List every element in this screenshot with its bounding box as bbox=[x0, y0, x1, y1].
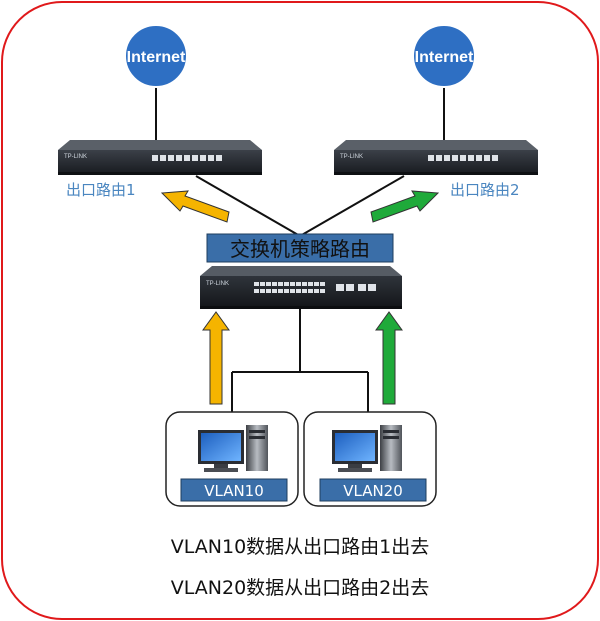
internet-node-left: Internet bbox=[124, 24, 188, 88]
arrow-green-diagonal bbox=[370, 190, 440, 223]
internet-node-right: Internet bbox=[412, 24, 476, 88]
internet-label-left: Internet bbox=[127, 49, 186, 66]
pc-right: VLAN20 bbox=[303, 411, 437, 507]
caption-line-1: VLAN10数据从出口路由1出去 bbox=[171, 536, 430, 558]
arrow-green-vertical bbox=[375, 311, 403, 405]
computer-icon-left bbox=[198, 425, 268, 472]
switch-label: 交换机策略路由 bbox=[230, 237, 370, 261]
switch-label-box bbox=[206, 233, 394, 263]
router-right: TP-LINK bbox=[334, 140, 538, 175]
arrow-orange-diagonal bbox=[160, 190, 230, 223]
router-ports-left bbox=[152, 155, 222, 161]
switch-ports bbox=[254, 282, 376, 293]
switch-brand: TP-LINK bbox=[206, 281, 229, 287]
router-brand-left: TP-LINK bbox=[64, 154, 87, 160]
vlan20-label: VLAN20 bbox=[343, 482, 403, 500]
internet-label-right: Internet bbox=[415, 49, 474, 66]
vlan10-label-box bbox=[180, 478, 288, 502]
connection-lines bbox=[155, 86, 445, 412]
arrow-orange-vertical bbox=[202, 311, 230, 405]
caption-line-2: VLAN20数据从出口路由2出去 bbox=[171, 577, 430, 599]
router-brand-right: TP-LINK bbox=[340, 154, 363, 160]
computer-icon-right bbox=[332, 425, 402, 472]
pc-left: VLAN10 bbox=[165, 411, 299, 507]
router-left-label: 出口路由1 bbox=[66, 181, 136, 199]
core-switch: TP-LINK bbox=[200, 266, 402, 309]
vlan20-label-box bbox=[319, 478, 427, 502]
router-left: TP-LINK bbox=[58, 140, 262, 175]
router-right-label: 出口路由2 bbox=[450, 181, 520, 199]
router-ports-right bbox=[428, 155, 498, 161]
vlan10-label: VLAN10 bbox=[204, 482, 264, 500]
